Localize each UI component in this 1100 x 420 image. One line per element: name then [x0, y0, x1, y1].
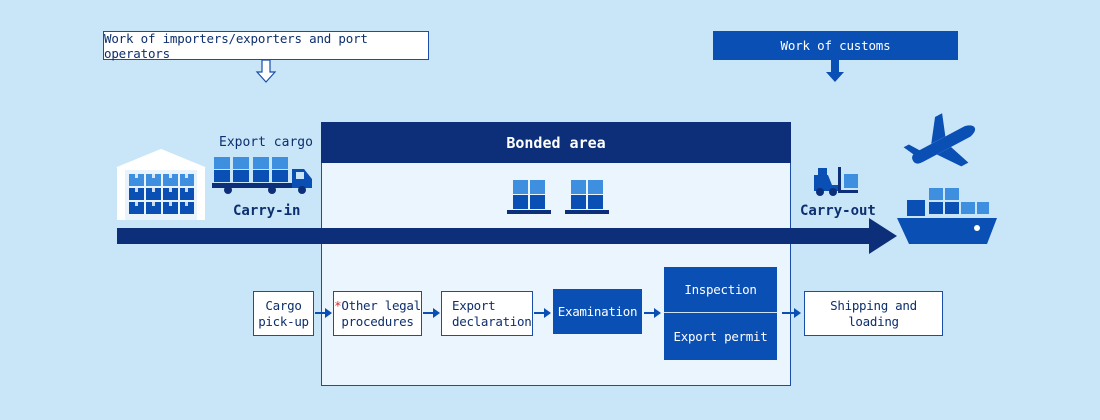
inspection-permit-divider — [664, 312, 777, 313]
legend-customs-label: Work of customs — [780, 38, 891, 53]
main-flow-arrow — [117, 218, 897, 254]
step-arrow-icon — [782, 308, 801, 318]
warehouse-icon — [116, 148, 206, 220]
step-inspection: Inspection — [664, 267, 777, 312]
step-arrow-icon — [644, 308, 661, 318]
airplane-icon — [903, 113, 976, 167]
legend-customs-arrow-icon — [826, 60, 844, 82]
bonded-area-header: Bonded area — [321, 122, 791, 163]
pallet-boxes-icon — [565, 180, 609, 214]
step-arrow-icon — [534, 308, 551, 318]
shipping-loading-label: Shipping and loading — [830, 297, 917, 329]
cargo-pickup-line1: Cargo — [265, 297, 302, 313]
export-declaration-line2: declaration — [452, 313, 532, 329]
export-permit-label: Export permit — [673, 328, 768, 344]
cargo-pickup-line2: pick-up — [258, 313, 309, 329]
forklift-icon — [814, 167, 858, 196]
step-shipping-and-loading: Shipping and loading — [804, 291, 943, 336]
step-arrow-icon — [315, 308, 332, 318]
other-legal-line1: Other legal — [341, 297, 421, 313]
export-cargo-label: Export cargo — [219, 135, 313, 150]
bonded-area-title: Bonded area — [506, 133, 606, 152]
other-legal-line2: procedures — [341, 313, 414, 329]
legend-importers-arrow-icon — [255, 59, 277, 83]
legend-importers-label: Work of importers/exporters and port ope… — [104, 30, 368, 61]
step-export-permit: Export permit — [664, 313, 777, 360]
step-examination: Examination — [553, 289, 642, 334]
examination-label: Examination — [557, 303, 638, 319]
export-declaration-line1: Export — [452, 297, 496, 313]
legend-importers-box: Work of importers/exporters and port ope… — [103, 30, 429, 61]
step-arrow-icon — [423, 308, 440, 318]
inspection-label: Inspection — [684, 281, 757, 297]
cargo-ship-icon — [897, 188, 997, 244]
carry-in-label: Carry-in — [233, 203, 301, 219]
carry-out-label: Carry-out — [800, 203, 876, 219]
pallet-boxes-icon — [507, 180, 551, 214]
legend-customs-box: Work of customs — [713, 31, 958, 60]
note-star: * — [334, 297, 342, 313]
truck-icon — [212, 157, 312, 194]
